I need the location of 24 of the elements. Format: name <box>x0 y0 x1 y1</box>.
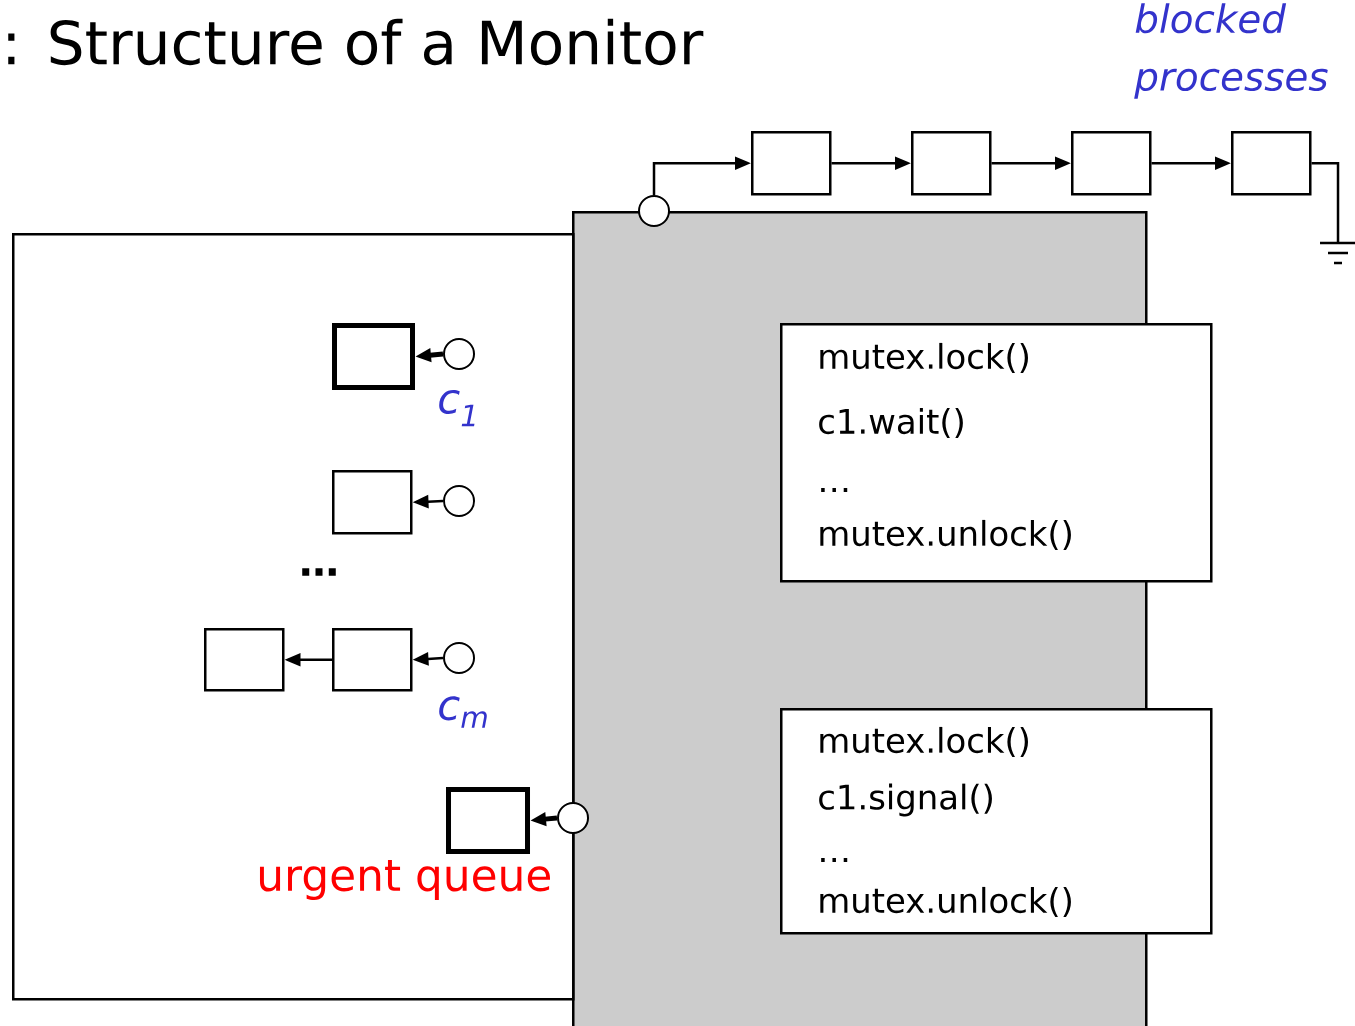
code-box: mutex.lock() c1.wait() … mutex.unlock() <box>780 323 1213 583</box>
connector-circle <box>638 195 670 227</box>
title: : Structure of a Monitor <box>8 18 704 66</box>
connector-circle <box>557 802 589 834</box>
queue-box <box>204 628 285 692</box>
code-box: mutex.lock() c1.signal() … mutex.unlock() <box>780 708 1213 935</box>
monitor-box <box>12 233 575 1001</box>
ground-symbol <box>1320 241 1355 265</box>
condition-label: c$_{1}$ <box>439 389 475 427</box>
queue-label: blocked processes <box>1134 3 1328 99</box>
queue-box <box>911 131 992 196</box>
queue-box <box>332 628 413 692</box>
connector-circle <box>443 642 475 674</box>
queue-box <box>751 131 832 196</box>
queue-box <box>332 470 413 535</box>
queue-label: urgent queue <box>259 860 550 900</box>
queue-box <box>332 323 415 390</box>
condition-label: c$_{m}$ <box>439 696 487 728</box>
connector-circle <box>443 485 475 517</box>
queue-box <box>1231 131 1312 196</box>
ellipsis: … <box>302 568 336 576</box>
connector-circle <box>443 338 475 370</box>
queue-box <box>446 787 530 854</box>
queue-box <box>1071 131 1152 196</box>
